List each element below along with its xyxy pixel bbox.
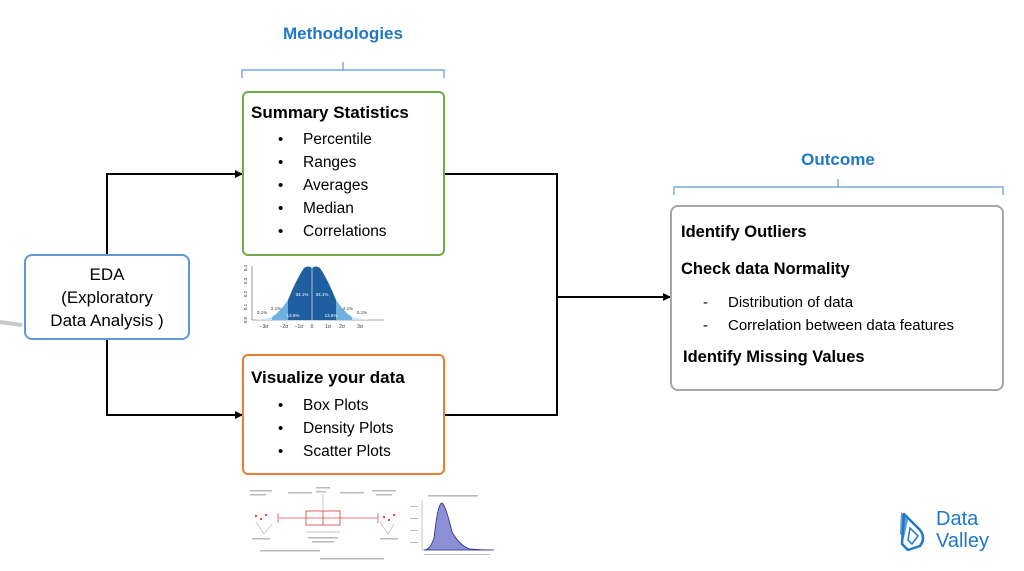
list-item: Percentile [251, 128, 443, 151]
decor-shadow [0, 320, 23, 327]
bell-x-tick: 1σ [325, 324, 332, 330]
bell-percent-labels: 0.1% 2.1% 13.6% 34.1% 34.1% 13.6% 2.1% 0.1% [257, 292, 367, 318]
bell-x-axis: −3σ −2σ −1σ 0 1σ 2σ 3σ [260, 324, 364, 330]
logo-text-valley: Valley [936, 530, 989, 552]
eda-line-1: EDA [89, 265, 125, 284]
list-item: Box Plots [251, 394, 443, 417]
logo-mark-icon [900, 512, 925, 552]
bell-y-tick: 0.2 [243, 290, 248, 297]
bell-x-tick: −2σ [280, 324, 290, 330]
arrow-eda-to-summary [106, 170, 243, 255]
bell-percent-label: 2.1% [271, 306, 281, 311]
bell-x-tick: 0 [311, 324, 314, 330]
normal-distribution-image: 0.0 0.1 0.2 0.3 0.4 0.1% 2.1% 13.6% 34.1% 34.1% 1… [243, 264, 384, 330]
outcome-identify-outliers: Identify Outliers [681, 223, 807, 241]
eda-line-3: Data Analysis ) [50, 311, 164, 330]
bell-region-left-tail [256, 317, 272, 320]
bell-percent-label: 0.1% [357, 310, 367, 315]
bell-region-right-tail [352, 317, 368, 320]
methodologies-bracket [241, 62, 445, 78]
list-item: Scatter Plots [251, 440, 443, 463]
outcome-box: Identify Outliers Check data Normality D… [670, 205, 1004, 391]
summary-statistics-box: Summary Statistics Percentile Ranges Ave… [242, 91, 445, 256]
list-item: Correlations [251, 220, 443, 243]
summary-statistics-list: Percentile Ranges Averages Median Correl… [251, 128, 443, 243]
density-curve [423, 502, 495, 551]
bell-region-left-2 [272, 300, 288, 320]
bell-x-tick: 3σ [357, 324, 364, 330]
line-summary-to-merge [445, 173, 558, 416]
box-plot-image [250, 487, 398, 560]
outcome-normality-sublist: Distribution of data Correlation between… [682, 291, 954, 337]
visualize-data-list: Box Plots Density Plots Scatter Plots [251, 394, 443, 463]
arrow-eda-to-visualize [106, 340, 243, 419]
list-item: Density Plots [251, 417, 443, 440]
bell-percent-label: 34.1% [316, 292, 329, 297]
bell-y-tick: 0.0 [243, 316, 248, 323]
bell-percent-label: 2.1% [343, 306, 353, 311]
bell-y-axis: 0.0 0.1 0.2 0.3 0.4 [243, 264, 248, 323]
bell-x-tick: −1σ [295, 324, 305, 330]
visualize-data-box: Visualize your data Box Plots Density Pl… [242, 354, 445, 475]
bell-y-tick: 0.3 [243, 277, 248, 284]
list-item: Median [251, 197, 443, 220]
bell-region-left-1 [288, 266, 312, 320]
logo-text-data: Data [936, 508, 979, 530]
outcome-check-normality: Check data Normality [681, 260, 850, 278]
methodologies-heading: Methodologies [283, 24, 403, 43]
visualize-data-title: Visualize your data [251, 368, 405, 387]
bell-x-tick: 2σ [339, 324, 346, 330]
list-item: Distribution of data [682, 291, 954, 314]
bell-y-tick: 0.1 [243, 303, 248, 310]
list-item: Correlation between data features [682, 314, 954, 337]
bell-y-tick: 0.4 [243, 264, 248, 271]
list-item: Ranges [251, 151, 443, 174]
bell-percent-label: 13.6% [325, 313, 338, 318]
outcome-identify-missing: Identify Missing Values [683, 348, 865, 366]
eda-line-2: (Exploratory [61, 288, 153, 307]
bell-x-tick: −3σ [260, 324, 270, 330]
bell-percent-label: 0.1% [257, 310, 267, 315]
eda-box: EDA (Exploratory Data Analysis ) [24, 254, 190, 340]
outcome-bracket [673, 179, 1004, 195]
bell-percent-label: 13.6% [287, 313, 300, 318]
summary-statistics-title: Summary Statistics [251, 103, 409, 122]
density-plot-image [410, 495, 495, 555]
outcome-heading: Outcome [801, 150, 875, 169]
bell-region-right-1 [312, 266, 336, 320]
list-item: Averages [251, 174, 443, 197]
bell-region-right-2 [336, 300, 352, 320]
data-valley-logo: Data Valley [898, 508, 1008, 558]
bell-percent-label: 34.1% [296, 292, 309, 297]
